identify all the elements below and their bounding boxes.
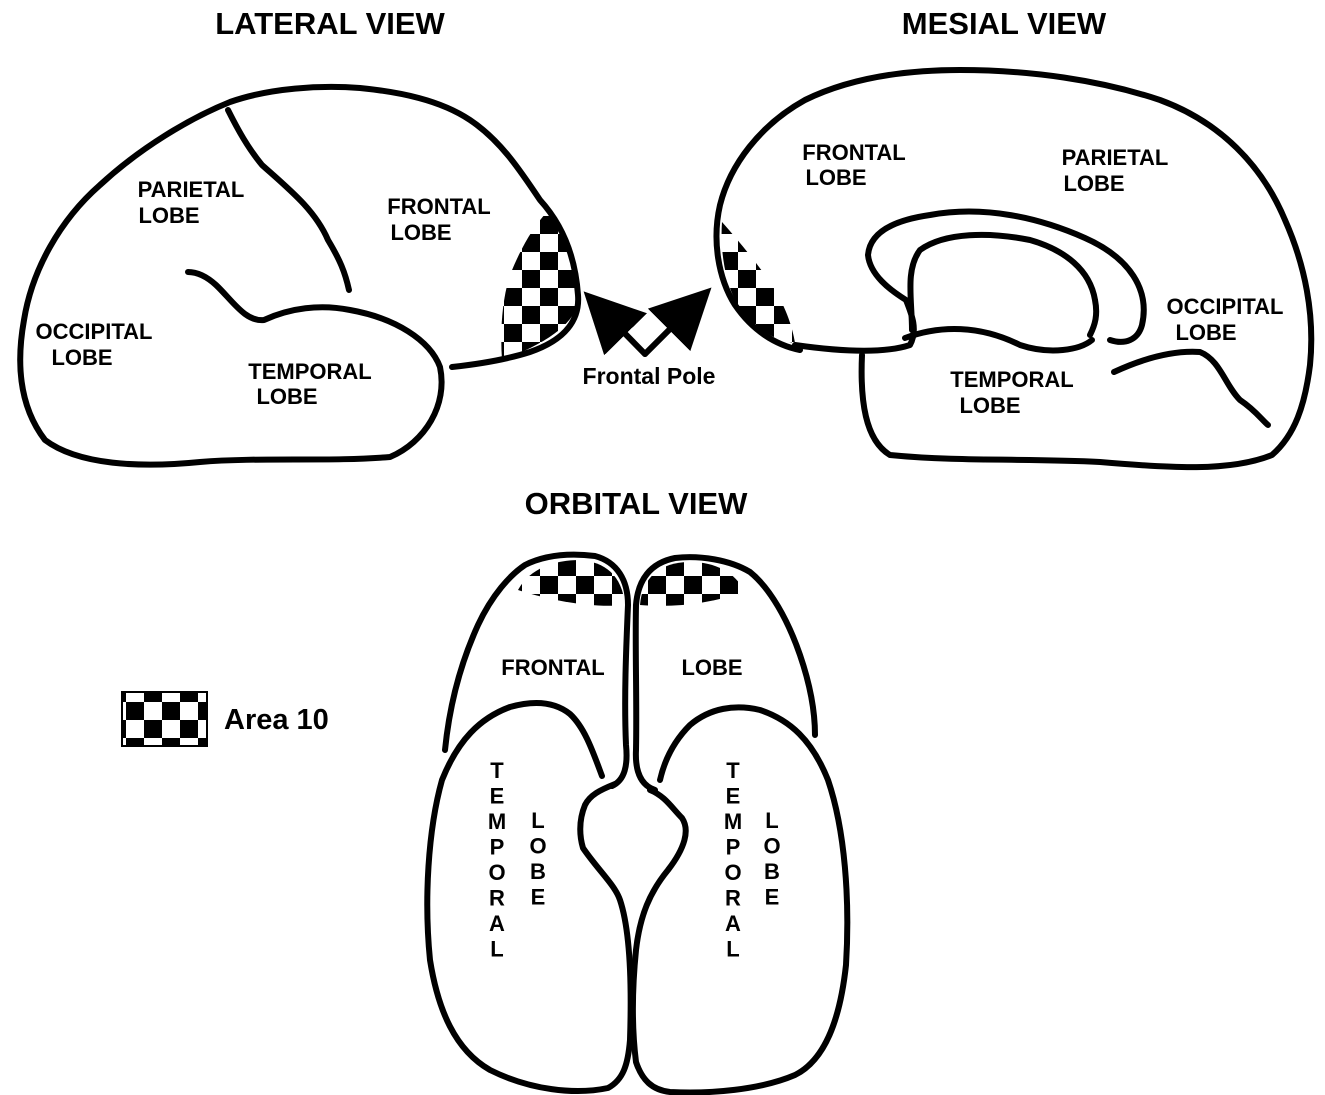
mesial-temporal-label-2: LOBE	[959, 393, 1020, 418]
vertical-letter: L	[726, 937, 739, 962]
vertical-letter: A	[489, 911, 505, 936]
lateral-parietal-label-2: LOBE	[138, 203, 199, 228]
vertical-letter: O	[488, 860, 505, 885]
legend-label: Area 10	[224, 704, 329, 736]
vertical-letter: P	[726, 835, 741, 860]
vertical-letter: B	[764, 859, 780, 884]
orbital-left-temporal	[427, 703, 630, 1091]
mesial-frontal-label-1: FRONTAL	[802, 140, 905, 165]
mesial-temporal-line	[905, 329, 1092, 350]
mesial-parietal-label-1: PARIETAL	[1062, 145, 1169, 170]
lateral-parietal-label-1: PARIETAL	[138, 177, 245, 202]
orbital-area10-left	[518, 560, 625, 606]
frontal-pole-arrow-right	[645, 296, 703, 354]
vertical-letter: M	[488, 809, 506, 834]
vertical-letter: E	[531, 885, 546, 910]
mesial-occipital-label-1: OCCIPITAL	[1167, 294, 1284, 319]
orbital-view-title: ORBITAL VIEW	[525, 486, 748, 521]
lateral-area10-region	[501, 212, 578, 360]
frontal-pole-arrow-left	[592, 300, 645, 354]
frontal-pole-label: Frontal Pole	[583, 363, 716, 389]
vertical-letter: R	[489, 886, 505, 911]
orbital-frontal-label: FRONTAL	[501, 655, 604, 680]
vertical-letter: L	[531, 808, 544, 833]
lateral-frontal-label-1: FRONTAL	[387, 194, 490, 219]
vertical-letter: O	[763, 834, 780, 859]
vertical-letter: P	[490, 835, 505, 860]
mesial-frontal-label-2: LOBE	[805, 165, 866, 190]
lateral-occipital-label-2: LOBE	[51, 345, 112, 370]
legend-swatch	[122, 692, 207, 746]
vertical-letter: O	[529, 834, 546, 859]
orbital-lobe-label: LOBE	[681, 655, 742, 680]
mesial-calcarine-sulcus	[1114, 352, 1268, 425]
vertical-letter: L	[490, 937, 503, 962]
vertical-letter: T	[726, 758, 740, 783]
mesial-corpus-callosum	[910, 235, 1096, 335]
vertical-letter: E	[726, 784, 741, 809]
mesial-occipital-label-2: LOBE	[1175, 320, 1236, 345]
vertical-letter: A	[725, 911, 741, 936]
vertical-letter: O	[724, 860, 741, 885]
vertical-letter: E	[490, 784, 505, 809]
lateral-occipital-label-1: OCCIPITAL	[36, 319, 153, 344]
legend: Area 10	[122, 692, 329, 746]
frontal-pole-arrows	[592, 296, 703, 354]
mesial-area10-region	[722, 222, 795, 343]
orbital-right-lobe-text: LOBE	[763, 808, 780, 910]
mesial-view-title: MESIAL VIEW	[902, 6, 1107, 41]
orbital-right-temporal-text: TEMPORAL	[724, 758, 742, 962]
vertical-letter: B	[530, 859, 546, 884]
vertical-letter: M	[724, 809, 742, 834]
vertical-letter: R	[725, 886, 741, 911]
lateral-temporal-label-1: TEMPORAL	[248, 359, 371, 384]
lateral-view-title: LATERAL VIEW	[215, 6, 445, 41]
lateral-frontal-label-2: LOBE	[390, 220, 451, 245]
orbital-left-lobe-text: LOBE	[529, 808, 546, 910]
lateral-central-sulcus	[228, 110, 349, 290]
mesial-parietal-label-2: LOBE	[1063, 171, 1124, 196]
vertical-letter: T	[490, 758, 504, 783]
vertical-letter: E	[765, 885, 780, 910]
vertical-letter: L	[765, 808, 778, 833]
lateral-temporal-label-2: LOBE	[256, 384, 317, 409]
orbital-left-temporal-text: TEMPORAL	[488, 758, 506, 962]
mesial-temporal-label-1: TEMPORAL	[950, 367, 1073, 392]
